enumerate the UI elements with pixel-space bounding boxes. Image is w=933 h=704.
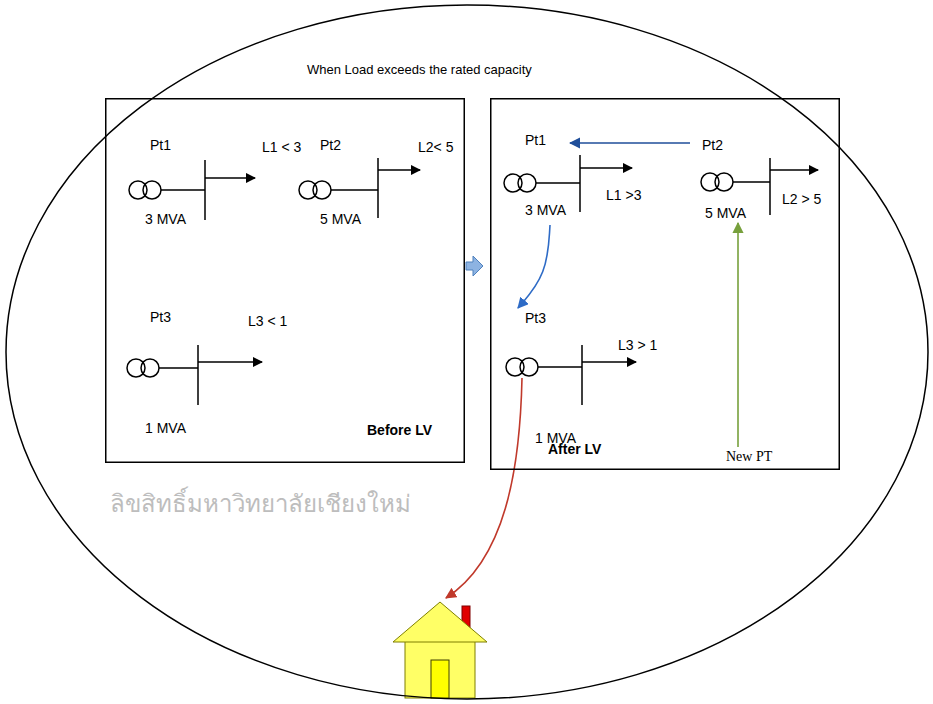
load-arrow — [205, 177, 255, 179]
bus-bar — [159, 345, 198, 405]
node-label: After LV — [548, 441, 601, 457]
supply-arrow — [446, 378, 522, 598]
new-transformer: New PT — [722, 447, 784, 467]
transformer-coil — [701, 173, 719, 191]
transformer-coil — [504, 174, 522, 192]
after-panel: Pt1 3 MVA Pt2 5 MVA Pt31 MVA New PT After LV — [490, 98, 840, 470]
transformer: Pt3 1 MVA — [123, 307, 198, 442]
scope-ellipse: Pt1 3 MVA Pt2 5 MVA Pt3 1 MVA Before LV Pt1 3 MV… — [5, 4, 929, 700]
transformer: Pt31 MVA — [500, 308, 580, 450]
transformer: Pt2 5 MVA — [690, 135, 760, 223]
transformer-coil — [506, 358, 524, 376]
house-body — [405, 640, 475, 698]
transformer-coil — [518, 174, 536, 192]
bus-bar — [331, 158, 378, 218]
transformer-coil — [129, 181, 147, 199]
load-label: L2< 5 — [418, 138, 453, 156]
transformer: Pt1 3 MVA — [125, 135, 200, 230]
house-icon — [393, 602, 487, 698]
house-door — [431, 660, 449, 698]
ellipse-outline — [6, 5, 928, 699]
load-label: L3 < 1 — [248, 312, 287, 330]
transformer-coil — [127, 359, 145, 377]
after-panel-outline — [490, 98, 840, 470]
transformer-coil — [141, 359, 159, 377]
node-label: Pt1 — [525, 132, 546, 148]
transformer-coil — [299, 181, 317, 199]
load-label: L2 > 5 — [782, 190, 821, 208]
load-arrow — [582, 361, 636, 363]
node-label: Pt2 — [702, 137, 723, 153]
transformer: Pt2 5 MVA — [295, 135, 370, 230]
bus-wires — [159, 155, 818, 405]
rating-label: 5 MVA — [705, 205, 746, 221]
node-label: Pt2 — [320, 137, 341, 153]
watermark: ลิขสิทธิ์มหาวิทยาลัยเชียงใหม่ — [110, 490, 411, 518]
rating-label: 3 MVA — [145, 211, 186, 227]
transformer-coil — [143, 181, 161, 199]
load-arrow — [580, 167, 632, 169]
node-label: When Load exceeds the rated capacity — [307, 62, 532, 78]
connector-arrow — [518, 225, 550, 308]
transformer-coil — [520, 358, 538, 376]
rating-label: 1 MVA — [145, 420, 186, 436]
panel-outline — [106, 99, 465, 463]
block-arrow — [466, 256, 483, 276]
load-label: L1 >3 — [606, 186, 641, 204]
house-roof — [393, 602, 487, 642]
transformer-coil — [715, 173, 733, 191]
transformer: Pt1 3 MVA — [500, 130, 570, 225]
node-label: Pt3 — [150, 309, 171, 325]
load-label: L3 > 1 — [618, 336, 657, 354]
scope-ellipse-outline — [5, 4, 929, 700]
bus-bar — [538, 345, 582, 405]
transformer-coil — [313, 181, 331, 199]
panel-outline — [491, 99, 840, 470]
node-label: New PT — [726, 449, 772, 465]
load-arrow — [770, 169, 818, 171]
load-arrow — [378, 169, 420, 171]
node-label: Pt3 — [525, 310, 546, 326]
node-label: Before LV — [367, 422, 432, 438]
load-label: L1 < 3 — [262, 138, 301, 156]
rating-label: 3 MVA — [525, 202, 566, 218]
connector-arrow — [570, 142, 690, 144]
connector-arrow — [737, 223, 739, 447]
rating-label: 5 MVA — [320, 211, 361, 227]
load-arrow — [198, 361, 262, 363]
node-label: Pt1 — [150, 137, 171, 153]
transformer-symbols — [127, 173, 733, 377]
